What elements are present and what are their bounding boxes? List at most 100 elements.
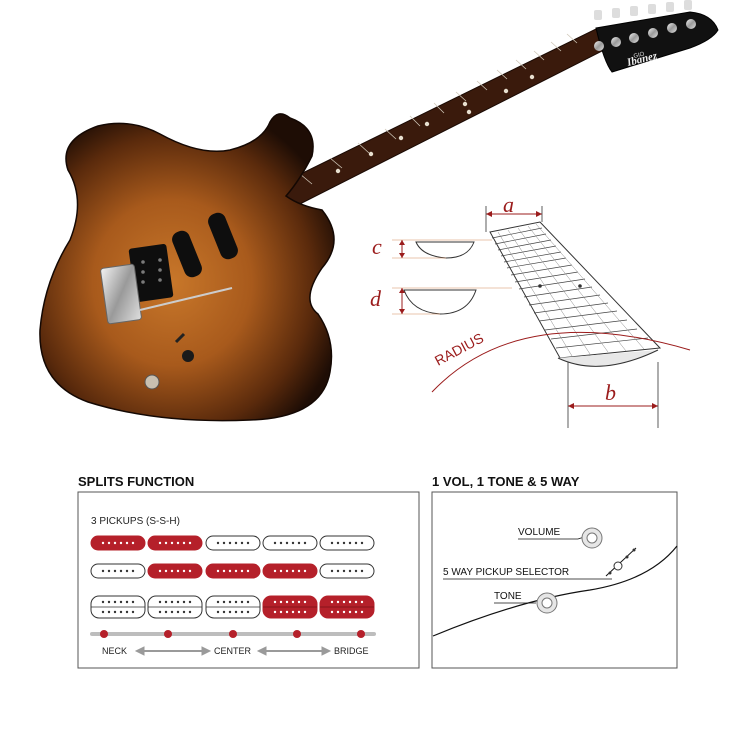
pickup-slot [319, 563, 375, 579]
pickup-pole [360, 541, 364, 545]
pickup-pole [158, 541, 162, 545]
pickup-pole [170, 541, 174, 545]
neck-profile-d [403, 289, 477, 315]
pickup-slot [147, 535, 203, 551]
pickup-pole [182, 569, 186, 573]
guitar-image: GIO Ibanez [39, 0, 719, 422]
controls-heading: 1 VOL, 1 TONE & 5 WAY [432, 474, 580, 489]
pickup-pole [342, 610, 346, 614]
tone-knob-icon [536, 592, 558, 614]
pickup-pole [170, 600, 174, 604]
pickup-pole [291, 600, 295, 604]
pickup-pole [125, 600, 129, 604]
pickup-pole [354, 569, 358, 573]
radius-label: RADIUS [432, 330, 486, 369]
pickup-pole [303, 610, 307, 614]
pickup-pole [113, 600, 117, 604]
pickup-pole [297, 569, 301, 573]
pickup-pole [119, 541, 123, 545]
pickup-pole [164, 610, 168, 614]
dimension-c-label: c [372, 234, 382, 259]
pickup-pole [216, 541, 220, 545]
pickup-slot [262, 563, 318, 579]
diagram-strings [497, 223, 645, 357]
pickup-pole [164, 569, 168, 573]
pickup-pole [188, 569, 192, 573]
pickup-slot [262, 535, 318, 551]
pickup-pole [131, 569, 135, 573]
pickup-pole [273, 569, 277, 573]
controls-panel [431, 491, 678, 669]
pickup-pole [291, 541, 295, 545]
pickup-pole [348, 600, 352, 604]
pickup-pole [273, 610, 277, 614]
pickup-pole [101, 600, 105, 604]
pickup-pole [246, 541, 250, 545]
selector-switch-image [174, 332, 186, 344]
pickup-pole [240, 569, 244, 573]
pickup-pole [330, 569, 334, 573]
guitar-pickups [128, 212, 238, 302]
frets [299, 33, 578, 185]
fret-markers [335, 74, 535, 174]
pickup-pole [291, 610, 295, 614]
pickup-pole [164, 600, 168, 604]
pickup-pole [222, 610, 226, 614]
diagram-fretboard-end [557, 349, 659, 367]
pickup-pole [342, 541, 346, 545]
pickup-pole [330, 600, 334, 604]
pickup-config-label: 3 PICKUPS (S-S-H) [91, 516, 180, 527]
pickup-pole [131, 541, 135, 545]
selector-label-center: CENTER [214, 646, 252, 656]
pickup-pole [119, 610, 123, 614]
pickup-pole [188, 610, 192, 614]
pickup-pole [297, 600, 301, 604]
selector-switch-icon [605, 547, 637, 577]
pickup-pole [182, 600, 186, 604]
selector-arrows [134, 646, 332, 656]
volume-knob-icon [581, 527, 603, 549]
pickup-pole [228, 569, 232, 573]
pickup-pole [336, 541, 340, 545]
pickup-pole [228, 610, 232, 614]
pickup-pole [240, 610, 244, 614]
pickup-pole [285, 569, 289, 573]
pickup-pole [336, 600, 340, 604]
pickup-pole [125, 541, 129, 545]
controls-body-edge [432, 545, 678, 637]
pickup-pole [336, 610, 340, 614]
pickup-pole [182, 541, 186, 545]
pickup-pole [240, 600, 244, 604]
pickup-pole [101, 569, 105, 573]
pickup-grid [90, 535, 375, 619]
pickup-pole [176, 569, 180, 573]
pickup-pole [279, 569, 283, 573]
pickup-pole [216, 610, 220, 614]
pickup-pole [360, 600, 364, 604]
diagram-fretboard [489, 221, 662, 359]
pickup-pole [348, 569, 352, 573]
pickup-pole [273, 541, 277, 545]
pickup-pole [336, 569, 340, 573]
pickup-pole [234, 610, 238, 614]
pickup-pole [354, 541, 358, 545]
pickup-pole [131, 600, 135, 604]
pickup-pole [170, 610, 174, 614]
volume-label: VOLUME [518, 527, 561, 538]
pickup-pole [107, 600, 111, 604]
pickup-pole [246, 600, 250, 604]
pickup-pole [360, 610, 364, 614]
guitar-bridge [100, 263, 142, 325]
pickup-pole [188, 541, 192, 545]
selector-position-5 [357, 630, 365, 638]
splits-function-heading: SPLITS FUNCTION [78, 474, 194, 489]
pickup-pole [164, 541, 168, 545]
pickup-pole [125, 569, 129, 573]
dimension-a-label: a [503, 192, 514, 217]
pickup-pole [107, 569, 111, 573]
pickup-pole [291, 569, 295, 573]
guitar-fretboard [267, 27, 613, 209]
pickup-pole [222, 569, 226, 573]
pickup-pole [297, 541, 301, 545]
